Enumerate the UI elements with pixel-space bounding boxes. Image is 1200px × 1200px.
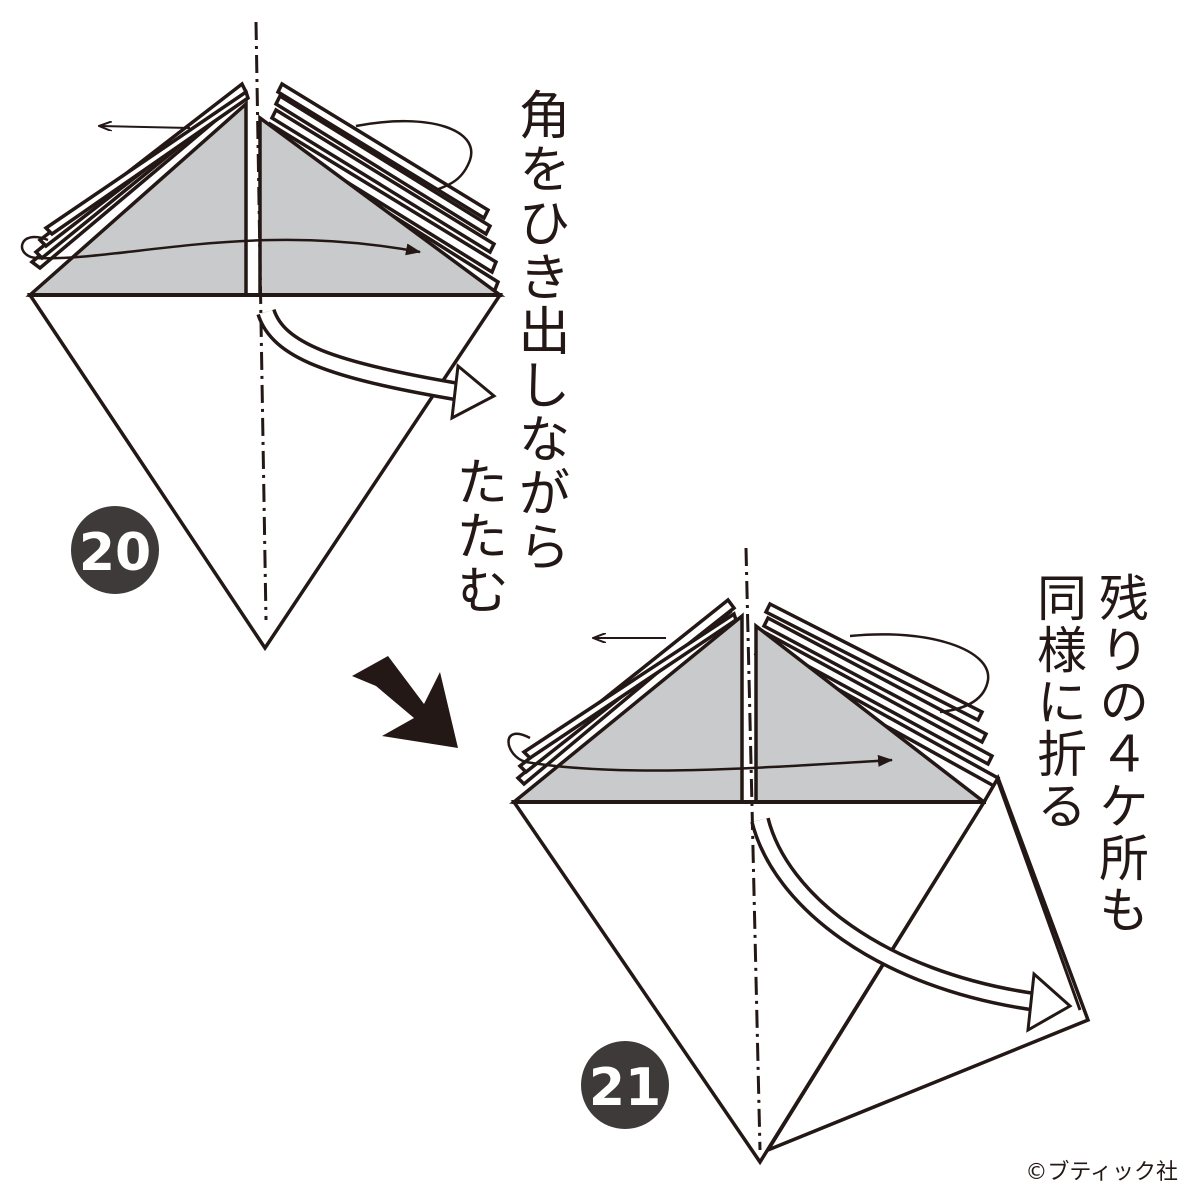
step-21-curl-arrow-right	[849, 633, 990, 714]
step-20-pull-arrow-left	[20, 235, 421, 260]
step-20-left-layers	[29, 81, 251, 271]
step-20-figure	[20, 21, 506, 652]
step-21-badge: 21	[581, 1041, 669, 1129]
copyright-notice: ©ブティック社	[1025, 1160, 1178, 1185]
step-20-fold-arrow	[256, 308, 497, 421]
step-21-pull-arrow-left	[507, 732, 893, 772]
step-20-badge: 20	[71, 506, 159, 594]
step-21-number: 21	[589, 1058, 661, 1118]
step-20-instruction-line-2: たたむ	[447, 455, 507, 617]
step-21-instruction-line-1: 残りの４ケ所も	[1091, 572, 1149, 936]
step-21-mountain-fold-line	[744, 547, 762, 1151]
step-21-left-shaded-flap	[509, 612, 744, 804]
step-21-fold-arrow	[750, 817, 1073, 1033]
transition-arrow	[352, 656, 458, 748]
step-20-number: 20	[79, 523, 151, 583]
step-20-small-arrow-left	[100, 126, 191, 128]
step-21-figure	[507, 547, 1091, 1166]
step-20-instruction-line-1: 角をひき出しながら	[509, 88, 569, 574]
step-21-instruction-line-2: 同様に折る	[1029, 572, 1087, 832]
step-20-curl-arrow-right	[355, 119, 473, 192]
step-20-left-shaded-flap	[25, 100, 248, 297]
